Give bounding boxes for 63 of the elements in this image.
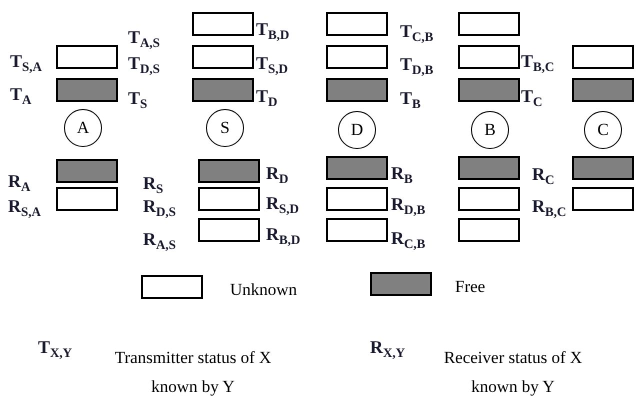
- status-label: R$_{S}$: [143, 174, 164, 195]
- status-label: R$_{S,A}$: [8, 197, 41, 218]
- key-symbol: T$_{X,Y}$: [38, 338, 72, 359]
- status-slot: [198, 159, 260, 183]
- status-label: T$_{S,D}$: [256, 54, 288, 75]
- status-label: T$_{D}$: [256, 87, 278, 108]
- status-slot: [198, 187, 260, 211]
- status-slot: [56, 78, 118, 102]
- status-label: R$_{A,S}$: [143, 230, 176, 251]
- status-slot: [326, 156, 388, 180]
- legend-label: Unknown: [230, 280, 298, 300]
- status-slot: [56, 159, 118, 183]
- status-label: R$_{B,C}$: [532, 197, 566, 218]
- status-slot: [192, 45, 254, 69]
- status-label: T$_{S,A}$: [10, 52, 42, 73]
- status-label: T$_{A}$: [10, 85, 32, 106]
- status-label: R$_{B}$: [391, 164, 413, 185]
- status-label: T$_{A,S}$: [128, 28, 160, 49]
- station-circle: C: [584, 111, 622, 149]
- key-description: Receiver status of X known by Y: [442, 347, 584, 398]
- status-slot: [572, 78, 634, 102]
- station-circle: D: [338, 111, 376, 149]
- status-slot: [56, 45, 118, 69]
- status-label: R$_{D,S}$: [143, 197, 176, 218]
- status-slot: [458, 12, 520, 36]
- status-slot: [192, 12, 254, 36]
- status-slot: [458, 78, 520, 102]
- status-label: T$_{D,B}$: [400, 55, 434, 76]
- status-slot: [326, 218, 388, 242]
- status-slot: [572, 45, 634, 69]
- status-slot: [326, 78, 388, 102]
- key-description: Transmitter status of X known by Y: [114, 347, 272, 398]
- status-slot: [56, 187, 118, 211]
- station-circle: S: [206, 109, 244, 147]
- status-slot: [326, 12, 388, 36]
- status-label: R$_{B,D}$: [266, 225, 300, 246]
- status-label: R$_{C}$: [532, 165, 554, 186]
- status-slot: [572, 187, 634, 211]
- status-label: T$_{B,D}$: [256, 20, 290, 41]
- status-label: T$_{C}$: [521, 87, 542, 108]
- status-slot: [458, 187, 520, 211]
- status-slot: [326, 45, 388, 69]
- status-slot: [326, 187, 388, 211]
- status-label: T$_{C,B}$: [400, 22, 434, 43]
- station-circle: A: [64, 109, 102, 147]
- status-label: R$_{S,D}$: [266, 194, 299, 215]
- station-circle: B: [471, 111, 509, 149]
- status-slot: [192, 78, 254, 102]
- status-label: R$_{A}$: [8, 172, 30, 193]
- key-symbol: R$_{X,Y}$: [370, 338, 406, 359]
- status-label: T$_{B}$: [400, 89, 421, 110]
- status-slot: [458, 218, 520, 242]
- status-label: R$_{D}$: [266, 164, 288, 185]
- status-slot: [198, 218, 260, 242]
- status-label: R$_{D,B}$: [391, 195, 426, 216]
- status-label: T$_{S}$: [128, 89, 148, 110]
- legend-label: Free: [455, 277, 486, 297]
- status-label: T$_{D,S}$: [128, 54, 160, 75]
- status-label: R$_{C,B}$: [391, 229, 426, 250]
- status-slot: [458, 45, 520, 69]
- status-slot: [572, 156, 634, 180]
- status-label: T$_{B,C}$: [521, 52, 554, 73]
- status-slot: [458, 156, 520, 180]
